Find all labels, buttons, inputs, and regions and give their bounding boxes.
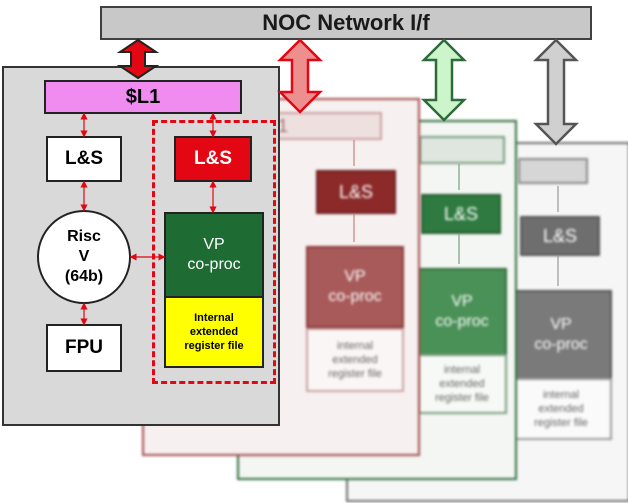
ghost-red-ls: L&S (316, 170, 396, 214)
reg-line3: register file (184, 340, 244, 352)
ghost-red-reg-line1: internal (336, 340, 374, 352)
ghost-green-ls: L&S (421, 194, 501, 234)
noc-arrow-ghost-red (276, 38, 324, 114)
cpu-line1: Risc (67, 228, 101, 245)
ghost-gray-reg-line2: extended (538, 403, 584, 415)
ghost-gray-reg-line3: register file (534, 417, 588, 429)
ghost-green-vp: VP co-proc (417, 268, 507, 356)
ghost-green-vp-line2: co-proc (435, 313, 489, 330)
ghost-red-ls-label: L&S (338, 181, 374, 202)
cpu-line3: (64b) (64, 268, 104, 285)
ghost-red-vp-line2: co-proc (328, 288, 382, 305)
ghost-green-ls-label: L&S (443, 203, 479, 224)
ghost-green-vp-line1: VP (451, 293, 473, 310)
vp-line1: VP (203, 236, 225, 253)
l1-cache: $L1 (44, 80, 242, 114)
ghost-green-regfile: internal extended register file (417, 354, 507, 414)
ghost-red-regfile: internal extended register file (306, 328, 404, 392)
ls-right-label: L&S (194, 148, 232, 169)
ghost-green-reg-line3: register file (435, 392, 489, 404)
noc-arrow-ghost-green (420, 38, 468, 122)
ghost-green-reg-line1: internal (443, 364, 481, 376)
vp-coprocessor: VP co-proc (164, 212, 264, 298)
ghost-red-reg-line3: register file (328, 368, 382, 380)
l1-cache-label: $L1 (125, 85, 161, 108)
ghost-green-reg-line2: extended (439, 378, 485, 390)
noc-arrow-ghost-gray (532, 38, 580, 146)
noc-network-bar: NOC Network I/f (100, 6, 592, 40)
ghost-gray-vp-line2: co-proc (534, 336, 588, 353)
reg-line1: Internal (194, 312, 234, 324)
reg-line2: extended (189, 326, 239, 338)
ghost-gray-cache (518, 158, 588, 184)
internal-register-file: Internal extended register file (164, 296, 264, 368)
fpu-unit: FPU (46, 324, 122, 372)
ghost-green-cache (419, 136, 505, 164)
fpu-label: FPU (65, 337, 103, 358)
noc-arrow-main (116, 38, 160, 80)
ghost-gray-ls-label: L&S (542, 225, 578, 246)
ghost-gray-vp: VP co-proc (510, 290, 612, 380)
cpu-line2: V (78, 248, 90, 265)
ghost-red-reg-line2: extended (332, 354, 378, 366)
ghost-gray-reg-line1: internal (542, 389, 580, 401)
vp-line2: co-proc (187, 256, 241, 273)
ghost-red-vp: VP co-proc (306, 246, 404, 328)
noc-label: NOC Network I/f (262, 10, 430, 35)
ghost-gray-ls: L&S (520, 216, 600, 256)
ls-left-label: L&S (65, 148, 103, 169)
ghost-red-vp-line1: VP (344, 268, 366, 285)
ghost-gray-vp-line1: VP (550, 316, 572, 333)
